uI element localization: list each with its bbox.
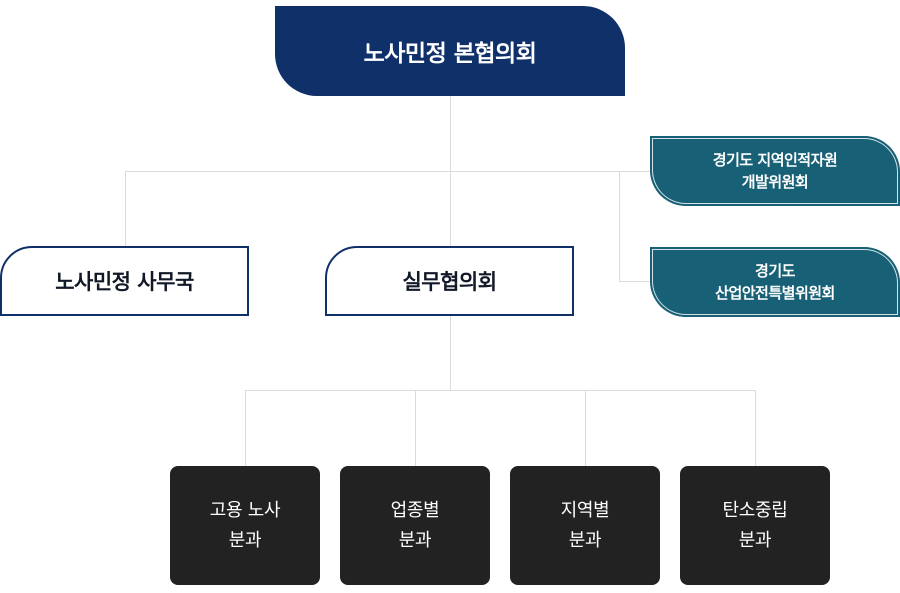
secretariat-node: 노사민정 사무국 bbox=[0, 246, 249, 316]
working-council-node: 실무협의회 bbox=[325, 246, 574, 316]
subcommittee-labor-line1: 고용 노사 bbox=[209, 499, 281, 521]
safety-committee-line2: 산업안전특별위원회 bbox=[715, 284, 835, 302]
top-council-label: 노사민정 본협의회 bbox=[363, 41, 537, 67]
subcommittee-industry: 업종별 분과 bbox=[340, 466, 490, 585]
subcommittee-labor-line2: 분과 bbox=[228, 529, 262, 551]
subcommittee-carbon-line1: 탄소중립 bbox=[722, 499, 788, 521]
subcommittee-labor: 고용 노사 분과 bbox=[170, 466, 320, 585]
safety-committee-node: 경기도 산업안전특별위원회 bbox=[650, 247, 900, 317]
hrd-committee-line2: 개발위원회 bbox=[741, 173, 809, 191]
subcommittee-region-line1: 지역별 bbox=[560, 499, 610, 521]
working-council-label: 실무협의회 bbox=[402, 270, 497, 294]
top-council-node: 노사민정 본협의회 bbox=[275, 6, 625, 96]
subcommittee-region: 지역별 분과 bbox=[510, 466, 660, 585]
subcommittee-industry-line1: 업종별 bbox=[390, 499, 440, 521]
subcommittee-carbon-line2: 분과 bbox=[738, 529, 772, 551]
subcommittee-region-line2: 분과 bbox=[568, 529, 602, 551]
hrd-committee-line1: 경기도 지역인적자원 bbox=[712, 151, 838, 169]
subcommittee-industry-line2: 분과 bbox=[398, 529, 432, 551]
secretariat-label: 노사민정 사무국 bbox=[55, 270, 194, 294]
safety-committee-line1: 경기도 bbox=[755, 262, 795, 280]
subcommittee-carbon: 탄소중립 분과 bbox=[680, 466, 830, 585]
hrd-committee-node: 경기도 지역인적자원 개발위원회 bbox=[650, 136, 900, 206]
